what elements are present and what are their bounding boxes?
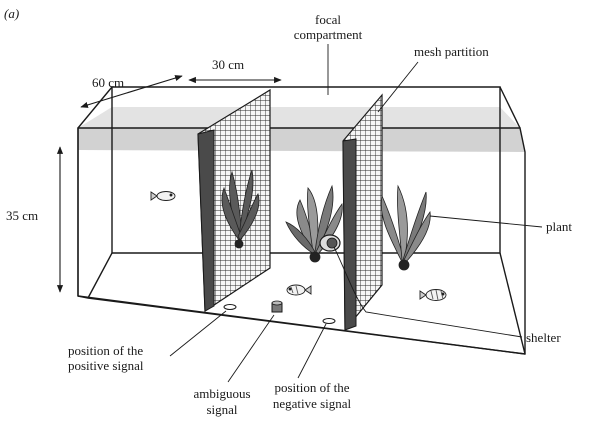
ambiguous-leader [227, 314, 275, 383]
negative-signal-label-1: position of the [274, 380, 349, 395]
fish-right [419, 289, 447, 301]
positive-signal-marker [223, 304, 237, 310]
water-surface-front [78, 128, 525, 152]
positive-signal-label-2: positive signal [68, 358, 144, 373]
negative-leader [297, 323, 327, 379]
width-dimension-arrow [80, 75, 183, 108]
fish-left [150, 191, 176, 201]
positive-signal-label-1: position of the [68, 343, 143, 358]
plant-right [380, 184, 431, 271]
shelter [319, 234, 341, 252]
shelter-leader [333, 246, 523, 338]
focal-compartment-label-1: focal [315, 12, 341, 27]
tank-bottom-edge [77, 295, 526, 355]
negative-signal-marker [322, 318, 336, 324]
ambiguous-signal-label-1: ambiguous [193, 386, 250, 401]
compartment-dimension-label: 30 cm [212, 57, 244, 72]
mesh-partition-right [342, 93, 383, 332]
focal-compartment-label-2: compartment [294, 27, 363, 42]
plant-leader [429, 215, 543, 228]
fish-focal [286, 284, 312, 296]
height-dimension-label: 35 cm [6, 208, 38, 223]
width-dimension-label: 60 cm [92, 75, 124, 90]
water-surface-back [78, 107, 520, 128]
negative-signal-label-2: negative signal [273, 396, 352, 411]
plant-left [221, 169, 260, 249]
mesh-leader [377, 61, 419, 113]
mesh-partition-label: mesh partition [414, 44, 489, 59]
leader-lines [169, 44, 543, 383]
positive-leader [169, 310, 227, 357]
shelter-label: shelter [526, 330, 561, 345]
panel-label: (a) [4, 6, 19, 21]
ambiguous-signal-marker [271, 300, 283, 313]
plant-label: plant [546, 219, 572, 234]
ambiguous-signal-label-2: signal [206, 402, 237, 417]
plant-focal [285, 184, 343, 263]
